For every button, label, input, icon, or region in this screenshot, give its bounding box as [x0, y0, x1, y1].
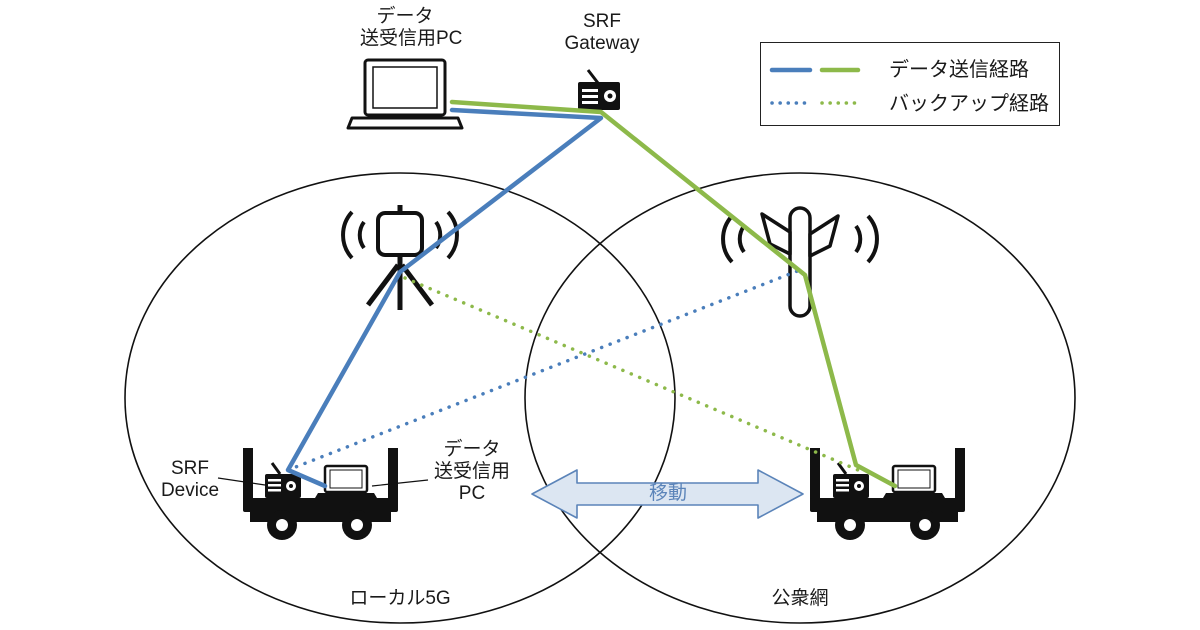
- local5g-coverage-ellipse: [124, 172, 676, 624]
- cart-pc-leader-line: [371, 479, 429, 487]
- pc-label-line1: データ: [376, 6, 434, 27]
- gateway-label-line1: SRF: [583, 11, 621, 32]
- move-label: 移動: [648, 483, 687, 504]
- radio-device-icon: [265, 462, 301, 498]
- pc-label-line2: 送受信用PC: [360, 28, 463, 49]
- legend-label-backup-route: バックアップ経路: [889, 93, 1049, 115]
- legend-row-backup-route: バックアップ経路: [761, 89, 1061, 119]
- gateway-label: SRF Gateway: [552, 11, 652, 55]
- public-network-area-label: 公衆網: [771, 588, 829, 609]
- laptop-icon: [346, 58, 464, 130]
- public-antenna-tower-icon: [721, 206, 879, 318]
- srf-device-label-line1: SRF: [171, 458, 209, 479]
- move-arrow: [531, 469, 804, 519]
- cart-icon: [243, 448, 398, 540]
- backup-route-blue: [286, 268, 802, 472]
- cart-pc-label-line3: PC: [458, 483, 486, 504]
- data-route-blue: [285, 107, 604, 489]
- backup-route-green: [403, 276, 860, 472]
- cart-pc-label-line2: 送受信用: [433, 461, 510, 482]
- cart-pc-label: データ 送受信用 PC: [424, 439, 520, 505]
- local5g-antenna-icon: [341, 205, 459, 310]
- pc-label: データ 送受信用PC: [360, 6, 463, 50]
- legend-label-data-route: データ送信経路: [889, 59, 1029, 81]
- srf-device-leader-line: [217, 477, 266, 486]
- legend: データ送信経路 バックアップ経路: [760, 42, 1060, 126]
- cart-icon: [810, 448, 965, 540]
- data-route-green: [449, 99, 898, 489]
- local5g-area-label: ローカル5G: [349, 588, 451, 609]
- srf-device-label-line2: Device: [160, 480, 220, 501]
- cart-laptop-icon: [315, 464, 377, 498]
- gateway-label-line2: Gateway: [564, 33, 640, 54]
- legend-row-data-route: データ送信経路: [761, 55, 1061, 85]
- cart-pc-label-line1: データ: [443, 439, 501, 460]
- cart-laptop-icon: [883, 464, 945, 498]
- radio-gateway-icon: [578, 69, 620, 110]
- public-network-coverage-ellipse: [524, 172, 1076, 624]
- srf-device-label: SRF Device: [155, 458, 225, 502]
- radio-device-icon: [833, 462, 869, 498]
